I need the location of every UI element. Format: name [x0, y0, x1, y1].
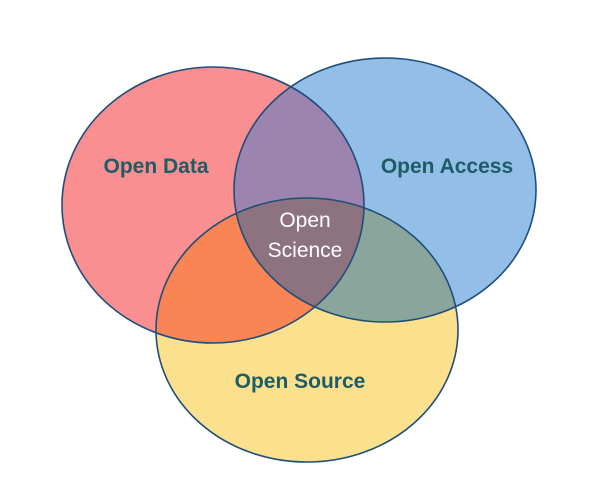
open-access-label: Open Access [381, 155, 513, 178]
open-science-label-line2: Science [268, 239, 343, 262]
open-science-label-line1: Open [279, 209, 330, 232]
circle-outlines [61, 57, 537, 463]
open-data-label: Open Data [103, 155, 208, 178]
open-source-label: Open Source [235, 370, 366, 393]
access-source-intersection [234, 198, 458, 322]
